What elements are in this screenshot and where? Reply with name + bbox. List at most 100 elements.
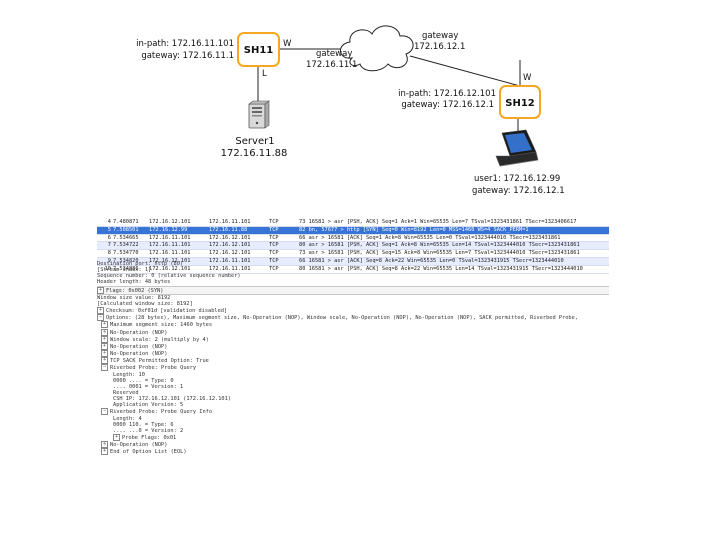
packet-protocol: TCP bbox=[269, 265, 279, 272]
expand-icon[interactable]: + bbox=[101, 321, 108, 329]
detail-line: .... 0001 = Version: 1 bbox=[97, 384, 609, 390]
detail-line[interactable]: +Probe Flags: 0x01 bbox=[97, 434, 609, 442]
packet-protocol: TCP bbox=[269, 219, 279, 225]
sh12-name: SH12 bbox=[505, 98, 535, 109]
detail-line: Destination port: http (80) bbox=[97, 261, 609, 267]
packet-time: 7.534665 bbox=[113, 234, 139, 241]
detail-text: Application Version: 5 bbox=[113, 402, 184, 409]
detail-text: No-Operation (NOP) bbox=[110, 343, 168, 350]
packet-number: 6 bbox=[107, 234, 111, 241]
detail-line[interactable]: +TCP SACK Permitted Option: True bbox=[97, 357, 609, 365]
collapse-icon[interactable]: − bbox=[101, 364, 108, 372]
packet-protocol: TCP bbox=[269, 250, 279, 257]
detail-text: Flags: 0x002 (SYN) bbox=[106, 287, 164, 294]
detail-text: Maximum segment size: 1460 bytes bbox=[110, 322, 213, 329]
detail-text: Window scale: 2 (multiply by 4) bbox=[110, 336, 209, 343]
detail-text: Riverbed Probe: Probe Query Info bbox=[110, 409, 213, 416]
user-gateway: gateway: 172.16.12.1 bbox=[472, 186, 565, 196]
detail-line[interactable]: +Flags: 0x002 (SYN) bbox=[97, 285, 609, 295]
detail-line: Length: 4 bbox=[97, 416, 609, 422]
packet-destination: 172.16.11.101 bbox=[209, 257, 251, 264]
detail-line: Reserved bbox=[97, 390, 609, 396]
detail-line[interactable]: +End of Option List (EOL) bbox=[97, 448, 609, 456]
packet-number: 9 bbox=[107, 257, 111, 264]
packet-number: 8 bbox=[107, 250, 111, 257]
detail-line[interactable]: −Riverbed Probe: Probe Query bbox=[97, 364, 609, 372]
packet-destination: 172.16.11.101 bbox=[209, 219, 251, 225]
detail-text: TCP SACK Permitted Option: True bbox=[110, 358, 209, 365]
expand-icon[interactable]: + bbox=[113, 434, 120, 442]
detail-text: Checksum: 0xf01d [validation disabled] bbox=[106, 308, 228, 315]
expand-icon[interactable]: + bbox=[101, 328, 108, 336]
packet-info: 73 16581 > asr [PSH, ACK] Seq=1 Ack=1 Wi… bbox=[299, 219, 577, 225]
detail-text: .... ...0 = Version: 2 bbox=[113, 427, 184, 434]
detail-line[interactable]: +No-Operation (NOP) bbox=[97, 342, 609, 350]
expand-icon[interactable]: + bbox=[97, 307, 104, 315]
cloud-right-gateway-ip: 172.16.12.1 bbox=[414, 42, 465, 52]
link-cloud-sh12 bbox=[409, 55, 521, 87]
detail-text: Length: 10 bbox=[113, 371, 145, 378]
expand-icon[interactable]: + bbox=[97, 286, 104, 294]
detail-line[interactable]: −Options: (28 bytes), Maximum segment si… bbox=[97, 314, 609, 322]
detail-line[interactable]: +No-Operation (NOP) bbox=[97, 350, 609, 358]
user-ip: user1: 172.16.12.99 bbox=[474, 174, 560, 184]
packet-time: 7.534886 bbox=[113, 265, 139, 272]
expand-icon[interactable]: + bbox=[101, 441, 108, 449]
expand-icon[interactable]: + bbox=[101, 335, 108, 343]
packet-number: 4 bbox=[107, 219, 111, 225]
collapse-icon[interactable]: − bbox=[101, 408, 108, 416]
detail-text: CSH IP: 172.16.12.101 (172.16.12.101) bbox=[113, 396, 231, 403]
detail-line: Length: 10 bbox=[97, 372, 609, 378]
detail-line: .... ...0 = Version: 2 bbox=[97, 428, 609, 434]
detail-text: [Stream index: 1] bbox=[97, 267, 152, 274]
sh11-appliance[interactable] bbox=[237, 32, 280, 67]
sh11-port-w: W bbox=[283, 39, 292, 49]
packet-destination: 172.16.12.101 bbox=[209, 250, 251, 257]
detail-line[interactable]: +Maximum segment size: 1460 bytes bbox=[97, 321, 609, 329]
packet-protocol: TCP bbox=[269, 226, 279, 233]
detail-line[interactable]: +No-Operation (NOP) bbox=[97, 441, 609, 449]
detail-text: Length: 4 bbox=[113, 415, 142, 422]
detail-line: [Calculated window size: 8192] bbox=[97, 301, 609, 307]
detail-line[interactable]: −Riverbed Probe: Probe Query Info bbox=[97, 408, 609, 416]
sh12-inpath: in-path: 172.16.12.101 bbox=[398, 89, 496, 99]
expand-icon[interactable]: + bbox=[101, 342, 108, 350]
detail-line: 0000 110. = Type: 6 bbox=[97, 422, 609, 428]
collapse-icon[interactable]: − bbox=[97, 314, 104, 322]
cloud-left-gateway-ip: 172.16.11.1 bbox=[306, 60, 357, 70]
detail-line[interactable]: +Window scale: 2 (multiply by 4) bbox=[97, 335, 609, 343]
wan-cloud bbox=[340, 25, 414, 72]
expand-icon[interactable]: + bbox=[101, 448, 108, 456]
detail-text: Riverbed Probe: Probe Query bbox=[110, 365, 197, 372]
sh12-gateway: gateway: 172.16.12.1 bbox=[401, 100, 494, 110]
expand-icon[interactable]: + bbox=[101, 350, 108, 358]
sh12-appliance[interactable] bbox=[499, 85, 541, 119]
detail-text: Destination port: http (80) bbox=[97, 261, 184, 267]
expand-icon[interactable]: + bbox=[101, 357, 108, 365]
detail-line: Sequence number: 0 (relative sequence nu… bbox=[97, 273, 609, 279]
server-icon[interactable] bbox=[248, 100, 270, 129]
packet-info: 66 asr > 16581 [ACK] Seq=1 Ack=8 Win=655… bbox=[299, 234, 561, 241]
detail-text: End of Option List (EOL) bbox=[110, 449, 187, 456]
packet-source: 172.16.11.101 bbox=[149, 242, 191, 249]
packet-details-tree: Destination port: http (80)[Stream index… bbox=[97, 261, 609, 456]
packet-time: 7.480871 bbox=[113, 219, 139, 225]
detail-text: Header length: 48 bytes bbox=[97, 279, 171, 286]
packet-protocol: TCP bbox=[269, 234, 279, 241]
detail-text: 0000 .... = Type: 0 bbox=[113, 377, 174, 384]
detail-text: Reserved bbox=[113, 389, 139, 396]
detail-text: Probe Flags: 0x01 bbox=[122, 435, 177, 442]
packet-source: 172.16.12.101 bbox=[149, 219, 191, 225]
detail-text: No-Operation (NOP) bbox=[110, 351, 168, 358]
detail-line[interactable]: +Checksum: 0xf01d [validation disabled] bbox=[97, 307, 609, 315]
laptop-icon[interactable] bbox=[495, 129, 539, 167]
detail-line[interactable]: +No-Operation (NOP) bbox=[97, 328, 609, 336]
packet-destination: 172.16.11.101 bbox=[209, 265, 251, 272]
